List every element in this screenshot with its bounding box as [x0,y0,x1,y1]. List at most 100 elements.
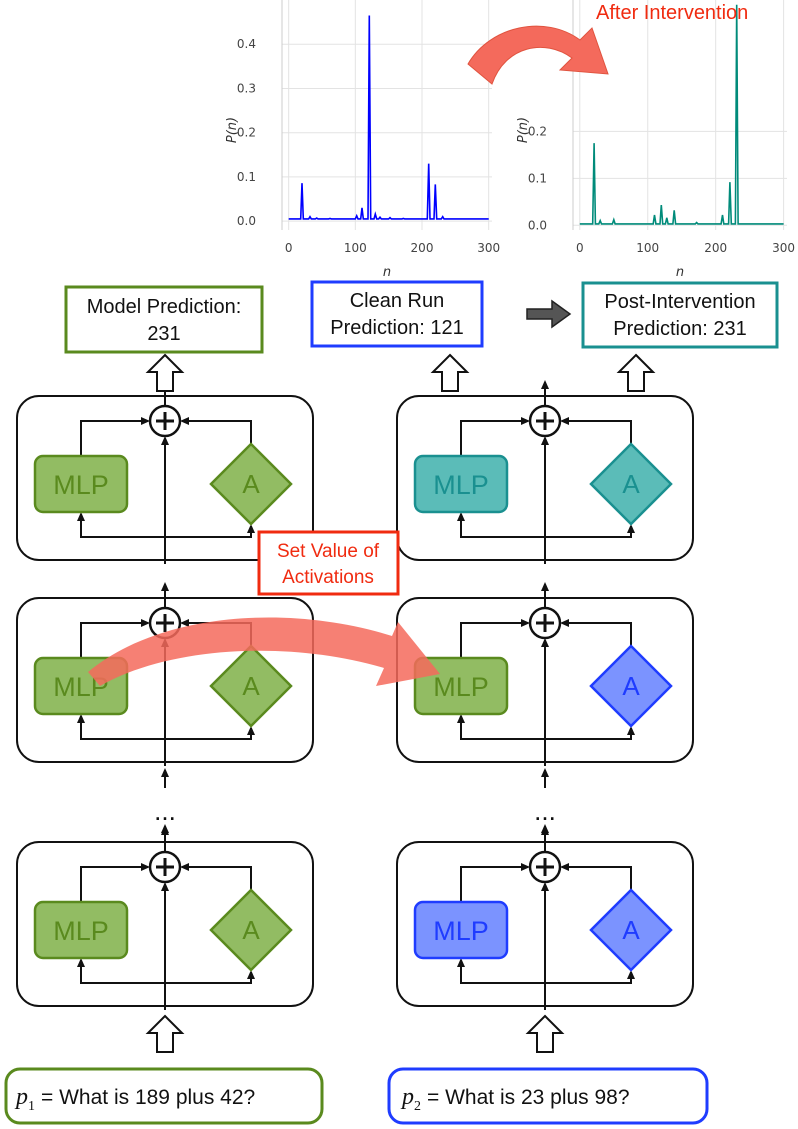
attention-output-arrow-head [560,619,569,627]
chart1-y-tick-label: 0.4 [237,37,256,51]
left-layer-ellipsis: ... [154,796,176,826]
mlp-output-line [460,866,528,902]
attention-output-arrow-head [560,863,569,871]
chart2-y-tick-label: 0.0 [528,218,547,232]
mlp-input-arrow-head [457,714,465,723]
mlp-input-line [460,716,545,740]
attention-output-line [562,420,632,444]
p2-symbol: p [400,1084,414,1110]
attention-module [589,442,673,526]
attention-input-line [545,728,632,740]
after-intervention-title: After Intervention [596,2,748,24]
right-gap-arrow-top [541,768,549,777]
p2-text: = What is 23 plus 98? [427,1086,630,1109]
mlp-module [413,900,509,960]
mlp-output-line [460,420,528,456]
mlp-input-line [80,716,165,740]
attention-output-arrow-head [560,417,569,425]
mlp-module [33,900,129,960]
post-intervention-label: Post-Intervention [604,291,755,313]
chart2-x-tick-label: 0 [576,241,584,255]
attention-module [209,442,293,526]
mlp-output-arrow-head [141,417,150,425]
set-value-line2: Activations [282,567,374,588]
chart1-y-tick-label: 0.2 [237,126,256,140]
model-prediction-label: Model Prediction: [87,296,242,318]
mlp-output-arrow-head [141,619,150,627]
clean-run-value: Prediction: 121 [330,317,463,339]
p1-subscript: 1 [28,1099,35,1114]
attention-module [589,644,673,728]
clean-run-prediction-box: Clean Run Prediction: 121 [310,280,484,348]
activation-patch-arrow [88,617,440,686]
mlp-input-arrow-head [457,512,465,521]
chart2-y-tick-label: 0.1 [528,171,547,185]
attention-input-arrow-head [247,524,255,533]
attention-label: A [242,915,260,945]
right-layer-ellipsis: ... [534,796,556,826]
mlp-input-line [80,960,165,984]
chart1-series-line [288,15,489,220]
attention-input-arrow-head [627,726,635,735]
residual-arrow-head [541,882,549,891]
chart1-x-tick-label: 100 [344,241,367,255]
chart2-x-tick-label: 100 [636,241,659,255]
chart1-x-tick-label: 200 [411,241,434,255]
attention-module [209,644,293,728]
mlp-output-arrow-head [521,417,530,425]
residual-arrow-head [161,882,169,891]
residual-out-arrow-head [541,380,549,389]
chart2-series-line [579,4,784,225]
p2-subscript: 2 [414,1099,421,1114]
attention-input-line [165,526,252,538]
attention-output-arrow-head [180,863,189,871]
residual-arrow-head [541,436,549,445]
attention-output-line [182,866,252,890]
chart2-grid [573,0,787,230]
right-gap-arrow-bottom [541,824,549,833]
prompt-p1-box: p1= What is 189 plus 42? [4,1067,324,1125]
p1-text: = What is 189 plus 42? [41,1086,255,1109]
chart1-y-tick-label: 0.0 [237,214,256,228]
mlp-input-arrow-head [77,958,85,967]
output-hollow-arrow-clean [430,353,470,392]
left-gap-arrow-top [161,768,169,777]
attention-input-line [165,728,252,740]
attention-output-arrow-head [180,417,189,425]
attention-label: A [622,671,640,701]
mlp-output-line [460,622,528,658]
post-intervention-value: Prediction: 231 [613,318,746,340]
attention-label: A [242,469,260,499]
mlp-output-line [80,420,148,456]
prompt-p2-box: p2 = What is 23 plus 98? [387,1067,709,1125]
residual-out-arrow-head [541,582,549,591]
svg-text:p2= What is 23 plus 98?: p2 = What is 23 plus 98? [400,1084,630,1114]
mlp-label: MLP [433,470,489,500]
chart1-x-tick-label: 300 [477,241,500,255]
mlp-input-line [460,960,545,984]
attention-input-arrow-head [627,970,635,979]
chart1-y-tick-label: 0.1 [237,170,256,184]
attention-output-arrow-head [180,619,189,627]
model-prediction-value: 231 [147,323,180,345]
attention-input-arrow-head [627,524,635,533]
post-intervention-prediction-box: Post-Intervention Prediction: 231 [581,281,779,349]
mlp-input-line [80,514,165,538]
mlp-output-line [80,622,148,658]
set-value-label-box: Set Value of Activations [257,530,400,596]
attention-input-arrow-head [247,970,255,979]
output-hollow-arrow-post [616,353,656,392]
chart2-x-tick-label: 200 [704,241,727,255]
mlp-output-arrow-head [521,863,530,871]
mlp-label: MLP [433,916,489,946]
chart2-y-tick-label: 0.2 [528,124,547,138]
